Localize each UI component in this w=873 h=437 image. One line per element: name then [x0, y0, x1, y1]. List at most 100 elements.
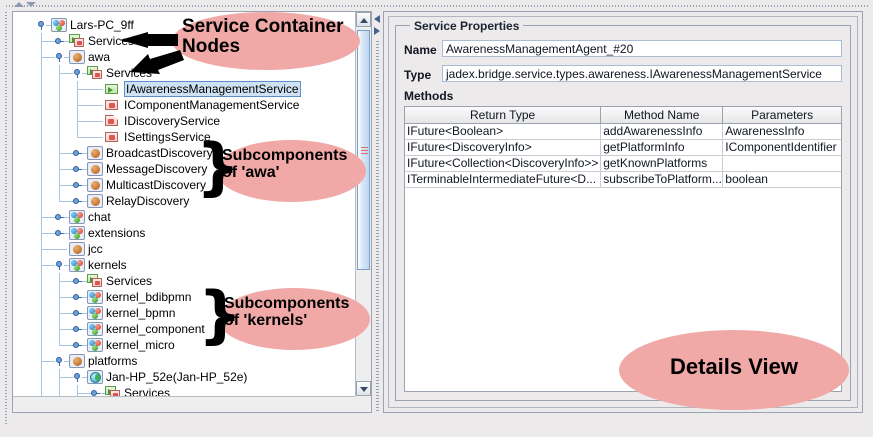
- tree-connector-line: [59, 369, 60, 396]
- name-field[interactable]: AwarenessManagementAgent_#20: [442, 40, 842, 57]
- toolbar-dock-handle-top[interactable]: [6, 1, 868, 10]
- tree-expand-toggle[interactable]: [55, 53, 64, 62]
- tree-node-label: Services: [88, 34, 135, 48]
- tree-connector-line: [77, 121, 103, 122]
- tree-node[interactable]: extensions: [13, 225, 355, 241]
- tree-node[interactable]: kernels: [13, 257, 355, 273]
- divider-collapse-left-icon[interactable]: [374, 15, 380, 23]
- tree-expand-toggle[interactable]: [73, 69, 82, 78]
- tree-connector-line: [82, 313, 87, 314]
- agent-icon: [69, 242, 85, 256]
- methods-table-cell: [723, 156, 841, 172]
- tree-connector-line: [59, 65, 60, 201]
- tree-connector-line: [41, 233, 55, 234]
- agent-icon: [69, 50, 85, 64]
- services-container-icon: [105, 386, 121, 396]
- tree-node[interactable]: platforms: [13, 353, 355, 369]
- tree-node-label: kernel_bpmn: [106, 306, 176, 320]
- tree-expand-toggle[interactable]: [73, 293, 82, 302]
- dock-arrow-up-icon[interactable]: [14, 2, 24, 7]
- tree-expand-toggle[interactable]: [73, 277, 82, 286]
- tree-node[interactable]: Jan-HP_52e(Jan-HP_52e): [13, 369, 355, 385]
- split-pane-divider[interactable]: [373, 11, 382, 413]
- agent-icon: [69, 354, 85, 368]
- tree-expand-toggle[interactable]: [91, 389, 100, 396]
- tree-node[interactable]: awa: [13, 49, 355, 65]
- agent-icon: [87, 194, 103, 208]
- tree-expand-toggle[interactable]: [37, 21, 46, 30]
- tree-expand-toggle[interactable]: [73, 309, 82, 318]
- dock-arrow-down-icon[interactable]: [26, 2, 36, 7]
- tree-scroll-thumb[interactable]: [357, 30, 370, 270]
- tree-node[interactable]: kernel_component: [13, 321, 355, 337]
- type-label: Type: [404, 68, 432, 82]
- tree-expand-toggle[interactable]: [55, 213, 64, 222]
- type-field[interactable]: jadex.bridge.service.types.awareness.IAw…: [442, 65, 842, 82]
- tree-node[interactable]: BroadcastDiscovery: [13, 145, 355, 161]
- tree-node[interactable]: RelayDiscovery: [13, 193, 355, 209]
- tree-connector-line: [59, 313, 73, 314]
- tree-node[interactable]: IDiscoveryService: [13, 113, 355, 129]
- tree-connector-line: [59, 153, 73, 154]
- tree-node[interactable]: MulticastDiscovery: [13, 177, 355, 193]
- table-row[interactable]: ITerminableIntermediateFuture<D...subscr…: [405, 172, 841, 188]
- tree-expand-toggle[interactable]: [55, 229, 64, 238]
- tree-expand-toggle[interactable]: [73, 181, 82, 190]
- methods-table-column-header[interactable]: Return Type: [405, 107, 602, 124]
- arrow-up-icon: [360, 18, 368, 23]
- tree-node-label: awa: [88, 50, 111, 64]
- tree-node[interactable]: kernel_bdibpmn: [13, 289, 355, 305]
- tree-node[interactable]: MessageDiscovery: [13, 161, 355, 177]
- scroll-down-button[interactable]: [356, 381, 371, 396]
- tree-expand-toggle[interactable]: [55, 357, 64, 366]
- tree-expand-toggle[interactable]: [73, 197, 82, 206]
- tree-expand-toggle[interactable]: [73, 325, 82, 334]
- tree-expand-toggle[interactable]: [73, 149, 82, 158]
- arrow-down-icon: [360, 387, 368, 392]
- tree-node-label: IAwarenessManagementService: [124, 81, 301, 97]
- agent-icon: [87, 162, 103, 176]
- tree-node[interactable]: IAwarenessManagementService: [13, 81, 355, 97]
- tree-node[interactable]: jcc: [13, 241, 355, 257]
- platform-icon: [87, 338, 103, 352]
- tree-connector-line: [82, 201, 87, 202]
- tree-expand-toggle[interactable]: [73, 373, 82, 382]
- tree-expand-toggle[interactable]: [73, 165, 82, 174]
- tree-node-label: MessageDiscovery: [106, 162, 208, 176]
- tree-node[interactable]: ISettingsService: [13, 129, 355, 145]
- platform-icon: [87, 290, 103, 304]
- methods-table-column-header[interactable]: Method Name: [601, 107, 724, 124]
- tree-node[interactable]: kernel_bpmn: [13, 305, 355, 321]
- tree-node-label: Jan-HP_52e(Jan-HP_52e): [106, 370, 248, 384]
- tree-node[interactable]: IComponentManagementService: [13, 97, 355, 113]
- tree-expand-toggle[interactable]: [55, 261, 64, 270]
- agent-icon: [87, 178, 103, 192]
- tree-connector-line: [59, 281, 73, 282]
- tree-connector-line: [82, 73, 87, 74]
- tree-expand-toggle[interactable]: [73, 341, 82, 350]
- tree-node[interactable]: Services: [13, 385, 355, 396]
- tree-vertical-scrollbar[interactable]: [355, 12, 371, 396]
- tree-node[interactable]: chat: [13, 209, 355, 225]
- tree-connector-line: [59, 329, 73, 330]
- toolbar-dock-handle-left[interactable]: [1, 12, 10, 424]
- methods-table-column-header[interactable]: Parameters: [723, 107, 841, 124]
- tree-node[interactable]: Lars-PC_9ff: [13, 17, 355, 33]
- tree-node[interactable]: Services: [13, 273, 355, 289]
- tree-node[interactable]: kernel_micro: [13, 337, 355, 353]
- divider-collapse-right-icon[interactable]: [374, 27, 380, 35]
- tree-connector-line: [82, 169, 87, 170]
- tree-horizontal-scrollbar[interactable]: [13, 396, 355, 412]
- table-row[interactable]: IFuture<Collection<DiscoveryInfo>>getKno…: [405, 156, 841, 172]
- scroll-up-button[interactable]: [356, 12, 371, 27]
- tree-expand-toggle[interactable]: [55, 37, 64, 46]
- tree-node[interactable]: Services: [13, 33, 355, 49]
